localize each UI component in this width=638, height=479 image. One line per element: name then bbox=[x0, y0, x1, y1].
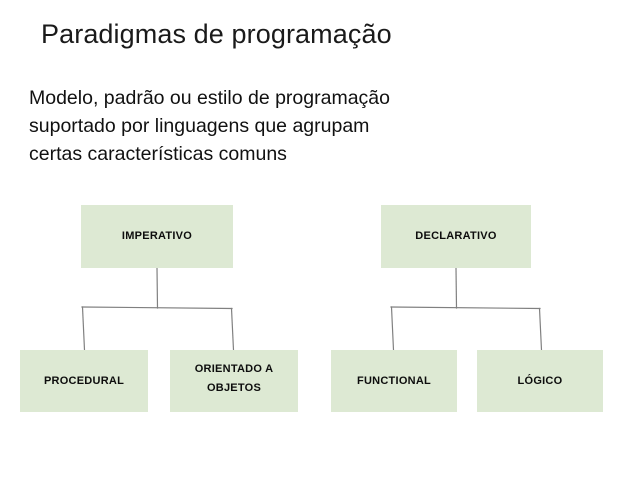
node-logico-label: LÓGICO bbox=[517, 374, 563, 387]
body-line-3: certas características comuns bbox=[29, 143, 287, 165]
node-declarativo[interactable]: DECLARATIVO bbox=[381, 205, 531, 268]
node-functional[interactable]: FUNCTIONAL bbox=[331, 350, 457, 412]
body-line-1: Modelo, padrão ou estilo de programação bbox=[29, 87, 390, 109]
page-title: Paradigmas de programação bbox=[41, 19, 392, 49]
node-orientado-a-objetos[interactable]: ORIENTADO A OBJETOS bbox=[170, 350, 298, 412]
node-procedural-label: PROCEDURAL bbox=[43, 374, 125, 387]
node-imperativo[interactable]: IMPERATIVO bbox=[81, 205, 233, 268]
node-functional-label: FUNCTIONAL bbox=[357, 374, 431, 387]
node-procedural[interactable]: PROCEDURAL bbox=[20, 350, 148, 412]
node-imperativo-label: IMPERATIVO bbox=[121, 230, 193, 242]
node-logico[interactable]: LÓGICO bbox=[477, 350, 603, 412]
node-orientado-a-objetos-label: ORIENTADO A OBJETOS bbox=[194, 363, 274, 394]
slide-body-text: Modelo, padrão ou estilo de programação … bbox=[29, 84, 390, 168]
node-declarativo-label: DECLARATIVO bbox=[415, 230, 497, 242]
body-line-2: suportado por linguagens que agrupam bbox=[29, 115, 370, 137]
